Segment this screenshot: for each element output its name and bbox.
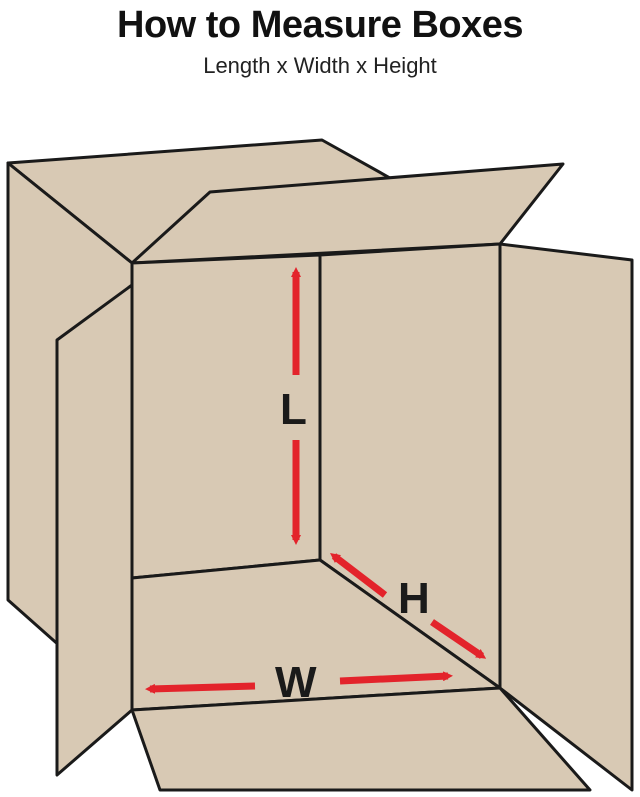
left-front-flap: [55, 283, 134, 777]
height-arrow-up: [330, 552, 388, 598]
page-subtitle: Length x Width x Height: [203, 53, 437, 78]
right-open-flap: [498, 242, 634, 792]
page-title: How to Measure Boxes: [117, 4, 524, 46]
width-arrow-left: [145, 682, 256, 694]
height-label: H: [398, 574, 430, 623]
width-arrow-right: [339, 671, 453, 685]
bottom-front-flap: [130, 686, 592, 792]
length-label: L: [280, 385, 307, 434]
height-arrow-down: [430, 619, 487, 659]
width-label: W: [275, 658, 317, 707]
